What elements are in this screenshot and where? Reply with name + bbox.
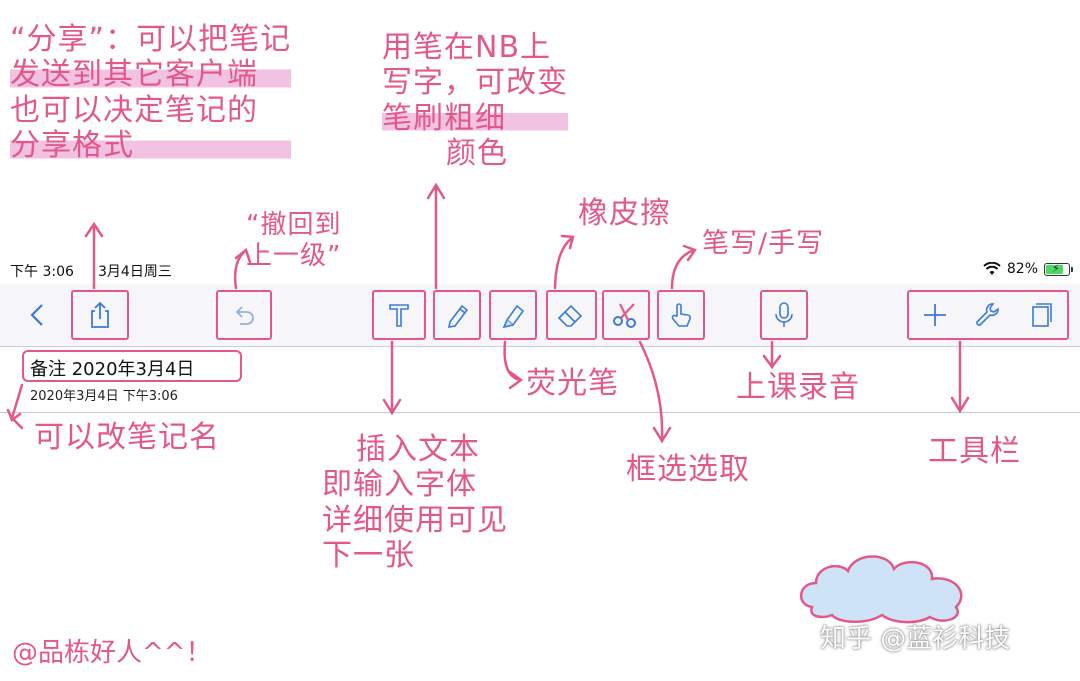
- eraser-highlight-box: [546, 290, 597, 340]
- note-timestamp: 2020年3月4日 下午3:06: [30, 389, 178, 404]
- note-toolbar: [0, 284, 1080, 347]
- highlighter-tool-button[interactable]: [493, 295, 533, 335]
- hand-highlight-box: [657, 290, 705, 340]
- status-indicators: 82% ⚡: [983, 260, 1073, 278]
- author-credit: @品栋好人^^！: [12, 638, 212, 668]
- annotation-share-line2: 发送到其它客户端: [10, 57, 292, 93]
- add-button[interactable]: [915, 295, 955, 335]
- mic-highlight-box: [760, 290, 808, 340]
- annotation-pen-line4: 颜色: [446, 136, 508, 172]
- annotation-pen: 用笔在NB上 写字，可改变 笔刷粗细 颜色: [382, 30, 568, 172]
- undo-highlight-box: [216, 290, 272, 340]
- back-chevron-icon: [30, 304, 43, 326]
- toolbar-group-highlight-box: [907, 290, 1069, 340]
- cloud-doodle: [800, 555, 963, 624]
- hand-tool-button[interactable]: [661, 295, 701, 335]
- annotation-share-line1: “分享”：可以把笔记: [10, 22, 292, 57]
- battery-fill: [1046, 264, 1063, 274]
- annotation-eraser: 橡皮擦: [578, 196, 671, 231]
- highlighter-icon: [502, 304, 525, 329]
- battery-icon: ⚡: [1044, 261, 1073, 276]
- annotation-text: 插入文本 即输入字体 详细使用可见 下一张: [322, 432, 508, 574]
- scissors-icon: [613, 303, 636, 328]
- pen-tool-button[interactable]: [437, 295, 477, 335]
- eraser-icon: [557, 304, 583, 327]
- text-tool-icon: [389, 304, 409, 327]
- status-bar: 下午 3:06 3月4日周三 82% ⚡: [0, 254, 1080, 284]
- wrench-icon: [976, 303, 999, 326]
- undo-icon: [235, 306, 254, 325]
- plus-icon: [924, 304, 946, 326]
- share-button[interactable]: [80, 295, 120, 335]
- status-date: 3月4日周三: [98, 264, 172, 280]
- pages-icon: [1032, 303, 1052, 327]
- annotation-text-line1: 插入文本: [356, 432, 480, 467]
- annotation-share-line4: 分享格式: [10, 128, 292, 164]
- annotation-share-line3: 也可以决定笔记的: [10, 92, 258, 128]
- hand-icon: [671, 303, 691, 327]
- eraser-tool-button[interactable]: [550, 295, 590, 335]
- annotation-undo-line1: “撤回到: [246, 210, 342, 240]
- pen-highlight-box: [433, 290, 481, 340]
- mic-icon: [775, 302, 793, 327]
- watermark: 知乎 @蓝衫科技: [820, 624, 1011, 654]
- record-audio-button[interactable]: [764, 295, 804, 335]
- undo-button[interactable]: [224, 295, 264, 335]
- lasso-tool-button[interactable]: [605, 295, 645, 335]
- status-time: 下午 3:06: [10, 264, 74, 280]
- highlighter-highlight-box: [489, 290, 537, 340]
- note-title[interactable]: 备注 2020年3月4日: [30, 359, 195, 380]
- annotation-pen-line1: 用笔在NB上: [382, 30, 552, 65]
- share-highlight-box: [71, 290, 129, 340]
- tools-button[interactable]: [967, 295, 1007, 335]
- annotation-undo: “撤回到 上一级”: [246, 210, 341, 271]
- title-highlight-box: [22, 350, 242, 382]
- annotation-text-line3: 详细使用可见: [322, 502, 508, 538]
- share-icon: [91, 301, 109, 328]
- annotation-toolbar: 工具栏: [928, 434, 1021, 469]
- lasso-highlight-box: [602, 290, 650, 340]
- annotation-pen-line2: 写字，可改变: [382, 65, 568, 101]
- wifi-icon: [983, 262, 1001, 275]
- battery-percent: 82%: [1006, 261, 1038, 277]
- annotation-highlighter: 荧光笔: [526, 366, 619, 401]
- charging-bolt-icon: ⚡: [1052, 261, 1060, 275]
- pen-icon: [447, 304, 469, 328]
- pages-button[interactable]: [1021, 295, 1061, 335]
- annotation-share: “分享”：可以把笔记 发送到其它客户端 也可以决定笔记的 分享格式: [10, 22, 292, 164]
- text-tool-button[interactable]: [379, 295, 419, 335]
- annotation-pen-line3: 笔刷粗细: [382, 100, 568, 137]
- back-button[interactable]: [18, 295, 58, 335]
- annotation-rename: 可以改笔记名: [34, 420, 220, 455]
- annotation-undo-line2: 上一级”: [246, 240, 342, 271]
- annotation-lasso: 框选选取: [626, 452, 750, 487]
- text-highlight-box: [372, 290, 426, 340]
- annotation-text-line4: 下一张: [322, 538, 415, 574]
- annotation-mic: 上课录音: [736, 370, 860, 405]
- annotation-text-line2: 即输入字体: [322, 467, 477, 503]
- annotation-hand: 笔写/手写: [702, 228, 825, 259]
